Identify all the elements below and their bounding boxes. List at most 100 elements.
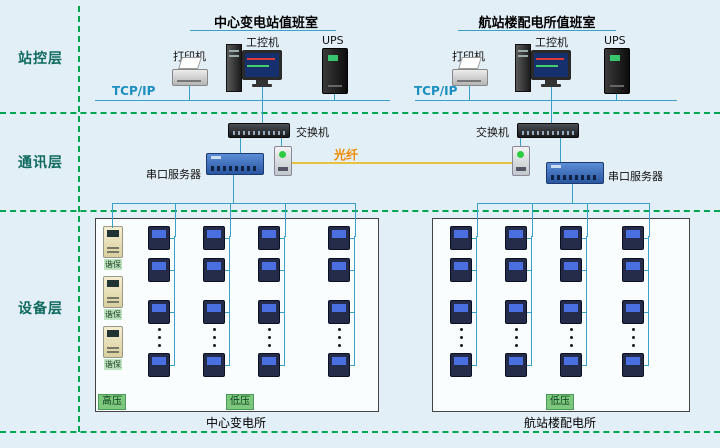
- harmonic-device-icon: [103, 326, 123, 358]
- serial-server-icon: [546, 162, 604, 184]
- fiber-label: 光纤: [334, 148, 359, 162]
- serial-server-icon: [206, 153, 264, 175]
- meter-icon: [203, 353, 230, 377]
- pc-tower-icon: [515, 44, 531, 92]
- ups-icon: [604, 48, 630, 94]
- industrial-pc-label: 工控机: [535, 36, 568, 49]
- monitor-icon: [531, 50, 571, 80]
- ellipsis-dots: [459, 328, 463, 347]
- monitor-icon: [242, 50, 282, 80]
- meter-column: [505, 226, 532, 385]
- printer-icon: [172, 57, 208, 86]
- connection-line: [112, 203, 113, 228]
- harmonic-unit: 谐保: [103, 276, 123, 320]
- distribution-line-right: [477, 203, 650, 204]
- title-underline-right: [458, 30, 616, 31]
- distribution-line-left: [112, 203, 356, 204]
- connection-line: [551, 100, 552, 123]
- meter-icon: [203, 226, 230, 250]
- meter-icon: [328, 226, 355, 250]
- meter-column: [622, 226, 649, 385]
- substation-caption-left: 中心变电所: [205, 416, 266, 430]
- connection-line: [230, 203, 231, 237]
- switch-icon: [517, 123, 579, 138]
- ellipsis-dots: [157, 328, 161, 347]
- connection-line: [649, 203, 650, 237]
- meter-icon: [622, 258, 649, 282]
- meter-icon: [505, 226, 532, 250]
- connection-line: [262, 100, 263, 123]
- meter-column: [560, 226, 587, 385]
- lv-badge-left: 低压: [226, 394, 254, 410]
- meter-icon: [560, 300, 587, 324]
- meter-icon: [450, 300, 477, 324]
- meter-icon: [203, 258, 230, 282]
- hv-badge: 高压: [98, 394, 126, 410]
- harmonic-device-icon: [103, 226, 123, 258]
- harmonic-device-label: 谐保: [104, 309, 122, 320]
- serial-server-label-right: 串口服务器: [608, 170, 663, 183]
- industrial-pc-label: 工控机: [246, 36, 279, 49]
- connection-line: [520, 136, 521, 146]
- meter-icon: [258, 226, 285, 250]
- fiber-converter-icon: [512, 146, 530, 176]
- meter-icon: [328, 258, 355, 282]
- meter-icon: [450, 353, 477, 377]
- connection-line: [334, 92, 335, 100]
- ups-label: UPS: [322, 34, 344, 47]
- connection-line: [175, 203, 176, 237]
- pc-tower-icon: [226, 44, 242, 92]
- monitor-base: [252, 84, 272, 87]
- connection-line: [572, 182, 573, 203]
- meter-icon: [505, 353, 532, 377]
- meter-icon: [258, 258, 285, 282]
- lv-badge-right: 低压: [546, 394, 574, 410]
- ups-label: UPS: [604, 34, 626, 47]
- printer-icon: [452, 57, 488, 86]
- tcpip-bus-left: [95, 100, 390, 101]
- tcpip-label-left: TCP/IP: [112, 84, 156, 98]
- meter-icon: [203, 300, 230, 324]
- meter-column: [328, 226, 355, 385]
- layer-divider-vertical: [78, 6, 80, 432]
- room-title-right: 航站楼配电所值班室: [478, 16, 596, 31]
- harmonic-device-label: 谐保: [104, 259, 122, 270]
- tcpip-bus-right: [415, 100, 677, 101]
- room-title-left: 中心变电站值班室: [213, 16, 318, 31]
- meter-icon: [505, 258, 532, 282]
- substation-caption-right: 航站楼配电所: [523, 416, 596, 430]
- meter-icon: [450, 258, 477, 282]
- harmonic-device-label: 谐保: [104, 359, 122, 370]
- meter-icon: [622, 353, 649, 377]
- meter-column: [450, 226, 477, 385]
- connection-line: [469, 86, 470, 100]
- meter-icon: [560, 258, 587, 282]
- ellipsis-dots: [337, 328, 341, 347]
- meter-icon: [622, 226, 649, 250]
- layer-label-comm: 通讯层: [18, 155, 63, 171]
- meter-icon: [328, 300, 355, 324]
- switch-label-left: 交换机: [296, 126, 329, 139]
- meter-icon: [148, 300, 175, 324]
- meter-icon: [560, 353, 587, 377]
- layer-label-device: 设备层: [18, 301, 63, 317]
- connection-line: [262, 87, 263, 100]
- connection-line: [233, 173, 234, 203]
- connection-line: [281, 136, 282, 146]
- layer-divider-station-comm: [0, 112, 720, 114]
- harmonic-column: 谐保 谐保 谐保: [103, 226, 123, 376]
- connection-line: [240, 136, 241, 153]
- meter-icon: [148, 226, 175, 250]
- switch-label-right: 交换机: [476, 126, 509, 139]
- connection-line: [551, 87, 552, 100]
- connection-line: [532, 203, 533, 237]
- ellipsis-dots: [514, 328, 518, 347]
- layer-divider-comm-device: [0, 210, 720, 212]
- title-underline-left: [190, 30, 336, 31]
- ellipsis-dots: [212, 328, 216, 347]
- switch-icon: [228, 123, 290, 138]
- connection-line: [355, 203, 356, 237]
- fiber-link-line: [290, 162, 512, 164]
- layer-label-station: 站控层: [18, 51, 63, 67]
